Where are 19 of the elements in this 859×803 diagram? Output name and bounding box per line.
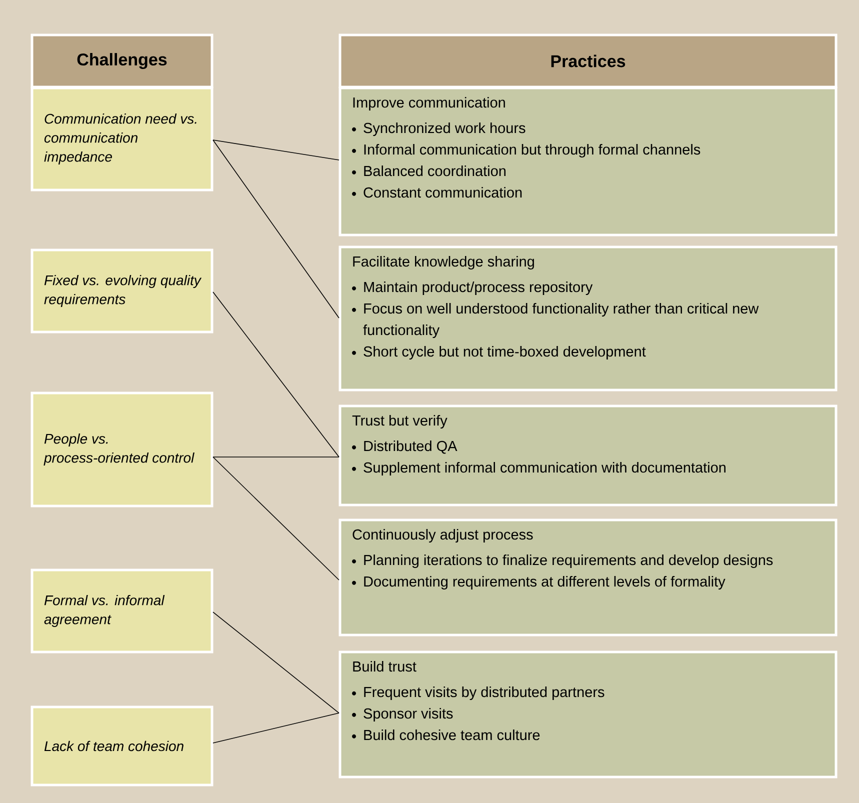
practice-box: Trust but verify Distributed QA Supplement informal communication with documentation <box>338 404 838 506</box>
connector-line <box>212 140 340 318</box>
column-header: Practices <box>338 34 838 88</box>
challenge-box: People vs. process-oriented control <box>30 392 214 508</box>
connector-line <box>212 456 340 458</box>
connector-line <box>212 612 340 714</box>
challenge-box: Lack of team cohesion <box>30 706 214 786</box>
connector-line <box>212 456 340 580</box>
column-header: Challenges <box>30 34 214 88</box>
practice-box: Build trust Frequent visits by distributed partners Sponsor visits Build cohesive team culture <box>338 650 838 778</box>
practice-box: Continuously adjust process Planning iterations to finalize requirements and develop designs Documenting requirements at different levels of formality <box>338 518 838 636</box>
connector-line <box>212 712 340 744</box>
challenge-box: Communication need vs. communication impedance <box>30 86 214 192</box>
connector-line <box>212 292 340 458</box>
challenge-box: Formal vs. informal agreement <box>30 568 214 654</box>
practice-box: Facilitate knowledge sharing Maintain product/process repository Focus on well understood functionality rather than critical new functionality Short cycle but not time-boxed development <box>338 246 838 392</box>
connector-line <box>212 140 340 160</box>
practice-box: Improve communication Synchronized work hours Informal communication but through formal channels Balanced coordination Constant communication <box>338 86 838 236</box>
challenge-box: Fixed vs. evolving quality requirements <box>30 248 214 334</box>
